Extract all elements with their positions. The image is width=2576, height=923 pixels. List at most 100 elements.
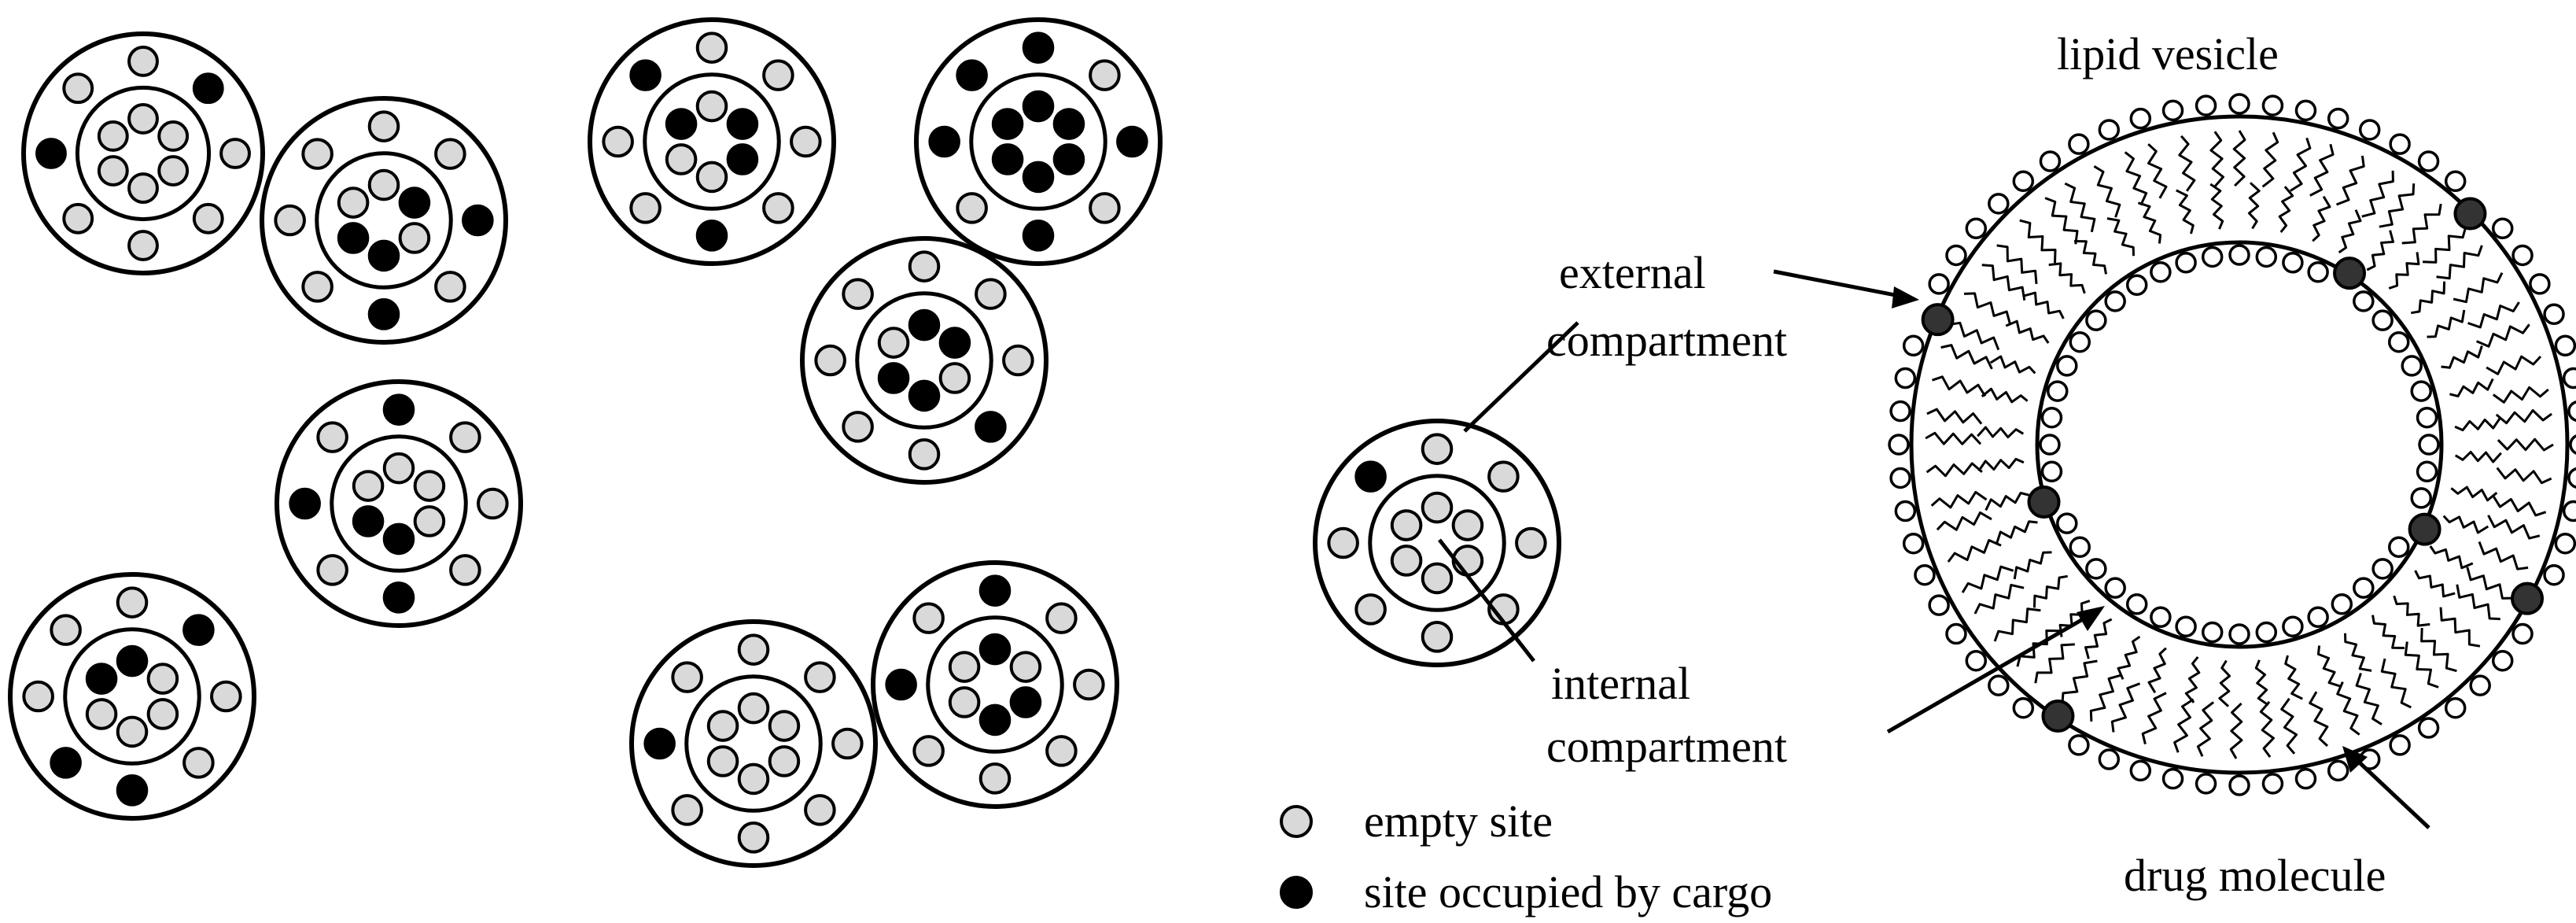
lipid-tail (2336, 681, 2360, 736)
lipid-head (2371, 558, 2394, 580)
lipid-tail (1961, 565, 2014, 593)
empty-site (737, 762, 770, 796)
empty-site (842, 278, 874, 310)
lipid-tail (2184, 655, 2201, 703)
legend: empty site site occupied by cargo (1280, 796, 1772, 917)
occupied-site (85, 663, 118, 695)
lipid-tail (1963, 292, 2012, 325)
lipid-tail (2454, 417, 2501, 432)
lipid-head (2104, 577, 2126, 599)
lipid-head (2261, 94, 2284, 116)
particle-inner-shell (684, 674, 823, 813)
particle-outer-shell (21, 31, 265, 275)
lipid-tail (2450, 485, 2498, 502)
lipid-tail (2084, 618, 2113, 659)
lipid-head (2056, 355, 2078, 377)
lipid-tail (2466, 567, 2514, 600)
occupied-site (908, 379, 941, 412)
lipid-head (2098, 748, 2121, 770)
occupied-site (35, 138, 67, 169)
empty-site (804, 794, 836, 826)
lipid-tail (2449, 378, 2494, 397)
empty-site (434, 271, 466, 303)
lipid-tail (2436, 245, 2483, 280)
drug-molecule-label: drug molecule (2124, 850, 2386, 901)
lipid-head (2401, 355, 2423, 377)
lipid-tail (2423, 227, 2467, 264)
lipid-head (2012, 696, 2035, 719)
empty-site (182, 747, 215, 779)
empty-site (790, 125, 822, 158)
empty-site (192, 202, 224, 234)
empty-site (50, 614, 82, 646)
empty-site (1073, 668, 1105, 701)
lipid-tail (1973, 583, 2025, 615)
lipid-tail (1977, 457, 2025, 472)
empty-site (127, 46, 159, 77)
occupied-site (352, 505, 385, 537)
particle-inner-shell (855, 291, 993, 430)
lipid-tail (2486, 355, 2542, 375)
lipid-tail (2338, 209, 2362, 254)
occupied-site (726, 143, 759, 175)
particle-outer-shell (629, 619, 878, 868)
lipid-tail (2366, 230, 2394, 271)
lipid-tail (2058, 600, 2091, 637)
lipid-tail (2492, 495, 2547, 517)
lipid-tail (2355, 673, 2383, 725)
lipid-tail (2106, 217, 2135, 257)
empty-site (706, 710, 739, 742)
particle-3 (588, 17, 836, 266)
empty-site (956, 192, 988, 224)
empty-site (814, 344, 846, 377)
empty-site (413, 505, 446, 537)
lipid-tail (2247, 182, 2261, 230)
particle-6 (275, 379, 523, 628)
external-compartment-vesicle-leader (1773, 269, 1908, 300)
empty-site (1045, 735, 1078, 767)
occupied-site (877, 362, 910, 394)
lipid-tail (2492, 386, 2549, 404)
occupied-site (116, 644, 149, 677)
occupied-site (462, 204, 494, 237)
empty-site (706, 745, 739, 777)
occupied-site (629, 59, 662, 91)
empty-site (1421, 621, 1454, 653)
lipid-head (1988, 674, 2010, 696)
empty-site (912, 602, 945, 634)
lipid-tail (2401, 203, 2442, 245)
internal-compartment-vesicle-leader (1886, 611, 2094, 734)
lipid-tail (2393, 595, 2430, 627)
particle-outer-shell (914, 17, 1163, 266)
empty-site (97, 155, 129, 186)
lipid-tails (1925, 130, 2554, 759)
leader-lines (1438, 269, 2430, 829)
lipid-tail (2454, 450, 2502, 463)
lipid-tail (2147, 647, 2167, 694)
empty-site (22, 680, 54, 713)
empty-site (737, 633, 770, 666)
lipid-head (2069, 536, 2091, 559)
lipid-tail (1925, 431, 1982, 445)
particle-inner-shell (63, 627, 201, 766)
occupied-site (1022, 90, 1055, 123)
occupied-site (289, 487, 321, 520)
drug-molecule (2041, 700, 2075, 733)
lipid-tail (2380, 658, 2412, 709)
particle-inner-shell (1368, 474, 1506, 612)
lipid-head (2554, 532, 2576, 555)
empty-site (695, 31, 728, 64)
occupied-site (991, 108, 1024, 140)
lipid-head (1889, 400, 1911, 423)
lipid-head (2294, 767, 2317, 790)
empty-site (831, 727, 864, 760)
occupied-site (367, 239, 400, 272)
lipid-head (2410, 487, 2432, 509)
occupied-site (182, 614, 215, 646)
empty-site (382, 452, 415, 485)
occupied-site (978, 633, 1012, 666)
lipid-tail (1947, 539, 2002, 563)
drug-molecule (2408, 512, 2441, 546)
lipid-head (1889, 467, 1911, 489)
lipid-head (1945, 244, 1967, 267)
